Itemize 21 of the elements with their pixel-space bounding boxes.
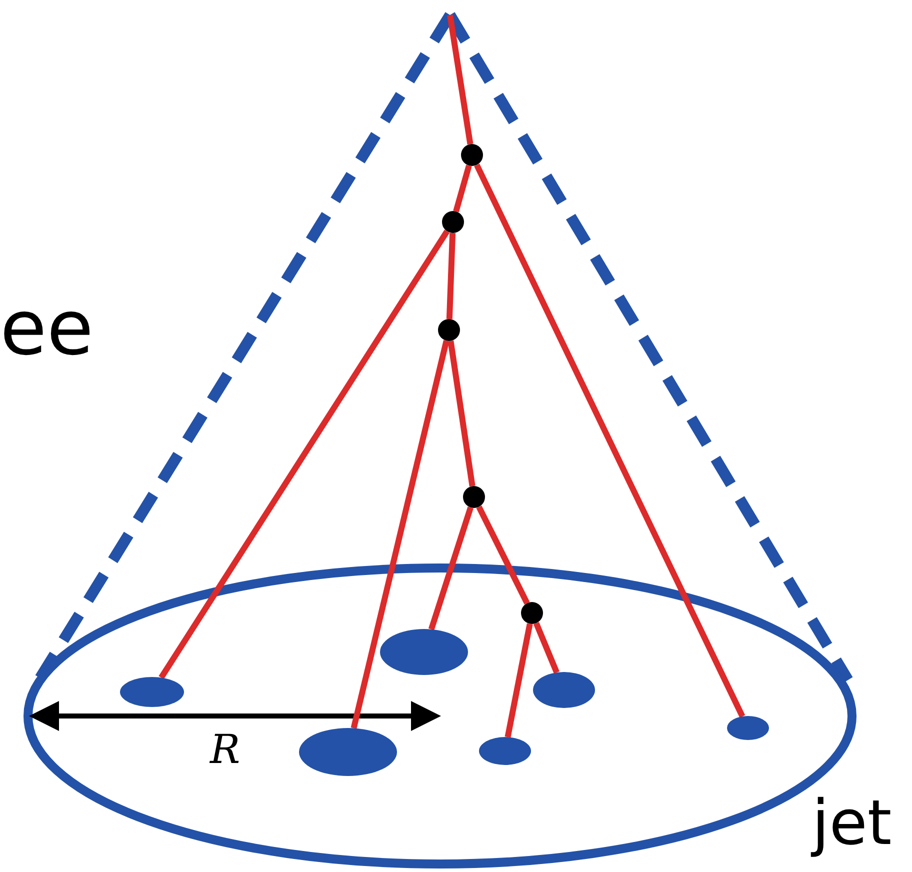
vertex-dot <box>463 486 485 508</box>
particle-blob <box>380 629 468 675</box>
vertex-dot <box>521 602 543 624</box>
vertex-dot <box>461 144 483 166</box>
branch-line <box>533 622 560 674</box>
branch-line <box>474 164 746 718</box>
branch-line <box>453 164 472 212</box>
branch-line <box>158 230 450 680</box>
branch-line <box>476 506 530 604</box>
radius-label: R <box>210 730 240 770</box>
branch-line <box>428 506 474 630</box>
branch-line <box>448 340 476 487</box>
branch-line <box>504 623 533 738</box>
vertex-dot <box>442 211 464 233</box>
branch-line <box>350 340 450 729</box>
particle-blob <box>479 737 531 765</box>
vertex-dot <box>438 319 460 341</box>
branch-line <box>447 14 474 145</box>
particle-blob <box>727 716 769 740</box>
side-label: ee <box>0 290 94 366</box>
branch-line <box>446 232 456 320</box>
